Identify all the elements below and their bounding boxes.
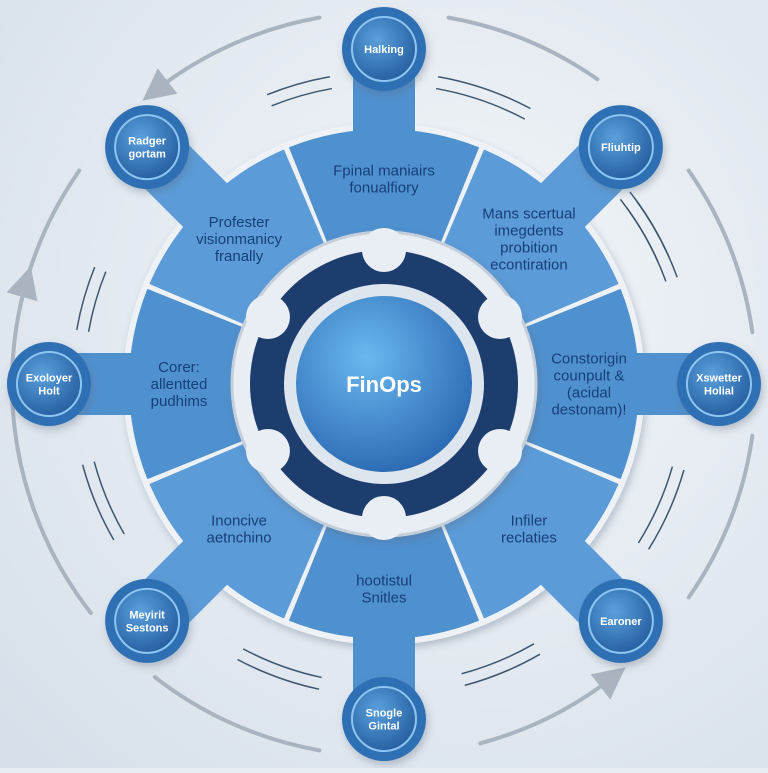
gear-notch xyxy=(245,295,290,339)
node-inner xyxy=(351,16,417,82)
flow-arc xyxy=(18,168,82,309)
node-label: gortam xyxy=(128,149,166,161)
motion-line xyxy=(435,87,526,120)
gear-notch xyxy=(362,496,406,540)
flow-arc xyxy=(15,446,93,616)
node-label: Gintal xyxy=(368,721,399,733)
segment-label: aetnchino xyxy=(207,529,272,546)
segment-shape xyxy=(288,521,480,640)
segment-label: probition xyxy=(500,240,558,257)
node-inner xyxy=(114,114,181,181)
node-inner xyxy=(16,351,82,417)
center-label: FinOps xyxy=(346,372,422,397)
node-inner xyxy=(587,114,654,181)
segment-shape xyxy=(521,288,640,480)
motion-line xyxy=(637,466,674,544)
segment-shape xyxy=(128,288,247,480)
node-label: Snogle xyxy=(366,708,403,720)
flow-arrow xyxy=(142,15,322,101)
motion-line xyxy=(242,648,322,679)
segment-label: Constorigin xyxy=(551,351,627,368)
segment-shape xyxy=(442,149,619,326)
segment-label: fonualfiory xyxy=(349,180,419,197)
motion-line xyxy=(271,87,333,107)
node-label: Xswetter xyxy=(696,373,743,385)
flow-arc xyxy=(446,15,600,82)
segment-shape xyxy=(149,149,326,326)
gear-notch xyxy=(245,429,290,473)
segment-label: destonam)! xyxy=(551,402,626,419)
gear-notch xyxy=(478,429,523,473)
motion-line xyxy=(76,266,96,330)
segment-label: econtiration xyxy=(490,257,568,274)
motion-line xyxy=(461,643,535,675)
node-label: Meyirit xyxy=(129,609,165,621)
segment-label: pudhims xyxy=(151,393,208,410)
segment-label: visionmanicy xyxy=(196,231,282,248)
node-inner xyxy=(587,587,654,654)
flow-arrows xyxy=(6,15,755,753)
flow-arc xyxy=(152,675,322,753)
hub: FinOps xyxy=(230,228,538,540)
segment-label: Mans scertual xyxy=(482,206,575,223)
node-label: Exoloyer xyxy=(26,373,73,385)
segment-label: allentted xyxy=(151,376,208,393)
gear-notch xyxy=(478,295,523,339)
segment-shape xyxy=(442,442,619,619)
node-label: Radger xyxy=(128,136,167,148)
node[interactable]: Halking xyxy=(342,7,426,91)
segment-label: (acidal xyxy=(567,385,611,402)
node-label: Halking xyxy=(364,44,404,56)
node-inner xyxy=(686,351,752,417)
segment-label: Profester xyxy=(209,214,270,231)
node-label: Holt xyxy=(38,386,60,398)
segment-label: imegdents xyxy=(494,223,563,240)
motion-line xyxy=(266,76,330,96)
segment-label: Fpinal maniairs xyxy=(333,163,435,180)
segment-label: Infiler xyxy=(511,512,548,529)
segment-label: Corer: xyxy=(158,359,200,376)
node[interactable]: Earoner xyxy=(578,578,663,663)
flow-arrow xyxy=(478,667,626,746)
flow-arc xyxy=(686,168,755,335)
motion-line xyxy=(619,198,659,263)
node[interactable]: Fliuhtip xyxy=(578,105,663,190)
node-label: Earoner xyxy=(600,616,642,628)
segment-label: Snitles xyxy=(361,590,406,607)
node-ring: HalkingFliuhtipXswetterHolialEaronerSnog… xyxy=(7,7,761,761)
motion-line xyxy=(87,271,107,333)
segment-shape xyxy=(288,128,480,247)
motion-line xyxy=(629,191,670,258)
flow-arc xyxy=(686,433,755,600)
segment-label: reclaties xyxy=(501,529,557,546)
center-button[interactable]: FinOps xyxy=(296,296,472,472)
segment-label: hootistul xyxy=(356,573,412,590)
motion-line xyxy=(647,469,685,550)
node-inner xyxy=(114,587,181,654)
segment-label: franally xyxy=(215,248,264,265)
segment-label: counpult & xyxy=(554,368,625,385)
motion-line xyxy=(237,658,320,690)
node-label: Fliuhtip xyxy=(601,142,641,154)
node-inner xyxy=(351,686,417,752)
node-label: Holial xyxy=(704,386,734,398)
segment-shape xyxy=(149,442,326,619)
gear-notch xyxy=(362,228,406,272)
motion-line xyxy=(93,461,125,535)
motion-line xyxy=(438,76,531,110)
node-label: Sestons xyxy=(126,622,169,634)
motion-line xyxy=(81,464,115,541)
motion-line xyxy=(464,653,541,687)
segment-label: Inoncive xyxy=(211,512,267,529)
center-circle xyxy=(296,296,472,472)
